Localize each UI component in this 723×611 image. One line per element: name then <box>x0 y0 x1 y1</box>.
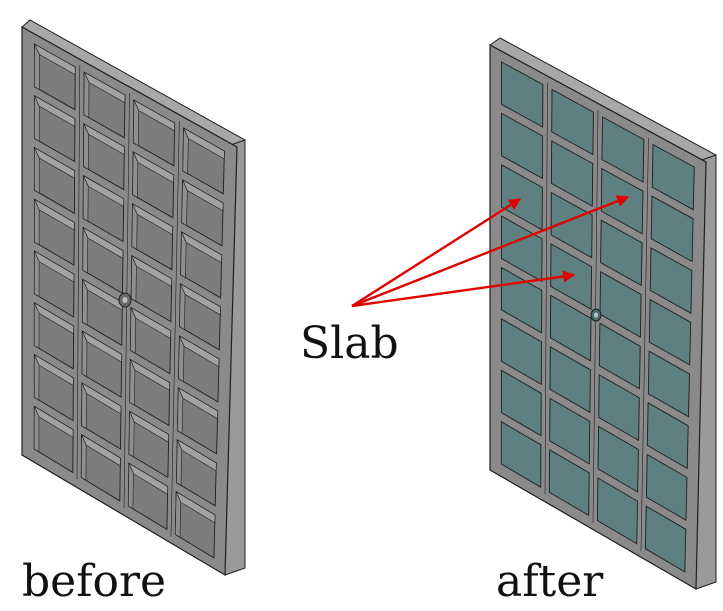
after-slab <box>649 247 693 314</box>
panel-after <box>489 37 717 591</box>
before-cell-wall-left <box>34 199 40 246</box>
slab-arrows <box>351 195 630 308</box>
before-cell-wall-left <box>81 331 88 378</box>
before-cell-wall-left <box>83 123 89 170</box>
after-slab <box>645 453 688 521</box>
before-cell-wall-left <box>82 279 88 326</box>
before-cell-wall-left <box>83 71 90 119</box>
before-center-hub <box>118 292 132 308</box>
before-cell-wall-left <box>180 231 187 279</box>
after-slab <box>549 346 591 414</box>
before-cell-wall-left <box>174 491 182 538</box>
slab-arrow-1 <box>351 197 522 308</box>
after-slab <box>500 318 542 386</box>
after-slab <box>501 61 544 128</box>
after-slab <box>549 294 592 362</box>
before-cell-wall-left <box>129 359 136 406</box>
before-cell-wall-left <box>177 387 184 434</box>
before-cell-wall-left <box>33 354 40 401</box>
before-cells-rib-v <box>76 64 81 480</box>
after-slab <box>548 449 590 517</box>
before-cell-wall-left <box>176 439 183 486</box>
after-cells-rib-v <box>640 137 649 551</box>
before-cell-wall-left <box>181 179 188 227</box>
before-cell-wall-left <box>34 95 40 142</box>
before-cell-wall-left <box>82 175 89 222</box>
after-slab <box>598 374 640 442</box>
before-cell-wall-left <box>80 434 87 481</box>
before-cell-wall-left <box>33 406 40 453</box>
after-center-hub <box>590 308 602 322</box>
after-slab <box>597 425 639 493</box>
after-slab <box>551 88 594 156</box>
before-cell-wall-left <box>132 99 140 147</box>
after-slab <box>599 270 642 338</box>
after-slab <box>601 116 645 183</box>
before-cell-wall-left <box>182 127 189 175</box>
panel-before <box>21 19 246 577</box>
before-cell-wall-left <box>130 307 137 354</box>
before-cell-wall-left <box>34 43 40 91</box>
after-slab <box>549 397 591 465</box>
after-slab <box>500 369 542 437</box>
before-label: before <box>22 556 167 607</box>
after-slab <box>646 402 689 470</box>
after-slab <box>500 215 543 283</box>
after-slab <box>647 350 690 418</box>
before-cell-wall-left <box>127 463 134 510</box>
after-slab <box>598 322 641 390</box>
after-label: after <box>496 556 604 607</box>
before-cell-wall-left <box>82 227 89 274</box>
after-slab <box>648 298 692 366</box>
before-cell-wall-left <box>179 283 186 331</box>
after-slab <box>650 195 694 263</box>
before-cells-rib-v <box>170 120 180 537</box>
after-slab <box>651 143 695 211</box>
slab-arrow-3 <box>351 270 576 308</box>
after-slab <box>550 191 593 259</box>
before-cell-wall-left <box>132 151 139 199</box>
before-cell-wall-left <box>130 255 137 302</box>
slab-label: Slab <box>300 318 399 369</box>
before-cell-wall-left <box>33 250 40 298</box>
after-slab-grid <box>500 61 695 573</box>
after-cells-rib-v <box>544 82 548 495</box>
before-cell-wall-left <box>178 335 185 383</box>
after-slab <box>500 420 542 488</box>
after-slab <box>596 477 638 545</box>
slab-arrow-2 <box>351 195 630 308</box>
after-slab <box>644 505 687 573</box>
before-cell-wall-left <box>131 203 138 250</box>
before-cell-wall-left <box>33 302 40 349</box>
after-slab <box>600 219 643 287</box>
before-cell-grid <box>33 43 225 559</box>
before-cell-wall-left <box>34 147 40 194</box>
before-cell-wall-left <box>81 382 87 430</box>
after-slab <box>501 112 544 180</box>
after-slab <box>550 140 594 207</box>
before-cell-wall-left <box>128 411 135 458</box>
